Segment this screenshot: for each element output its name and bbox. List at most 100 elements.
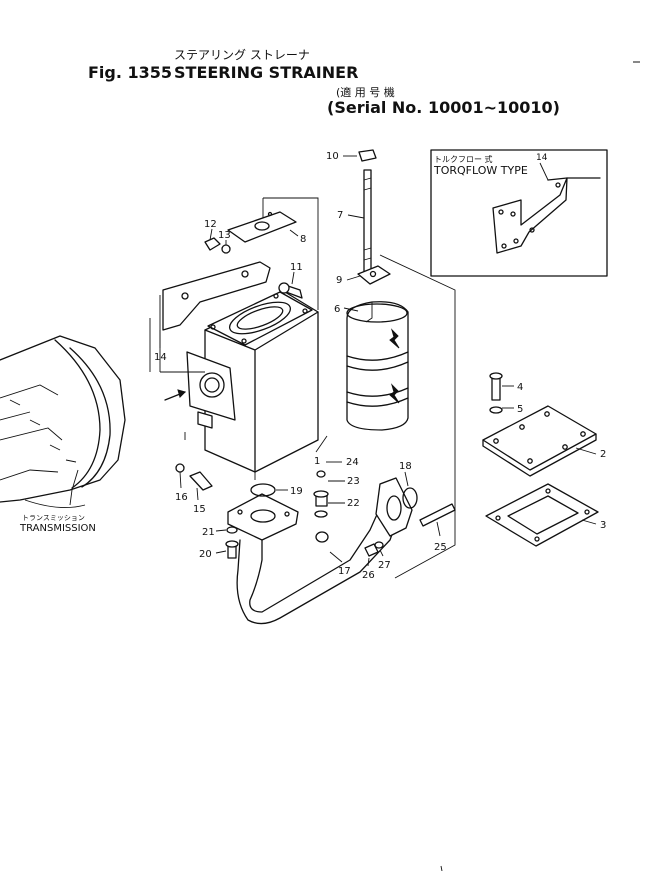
transmission: トランスミッション TRANSMISSION [0,335,186,534]
transmission-housing [0,335,126,503]
callout-9: 9 [336,275,342,286]
transmission-flange-inner [69,347,111,488]
bolt-15 [189,471,213,491]
flange-hole [273,293,279,299]
transmission-leader-curve [24,499,86,509]
mounting-bracket [162,261,271,331]
bracket-hole [529,227,535,233]
callout-1: 1 [314,456,320,467]
bracket-hole [555,182,561,188]
washer-27 [374,541,384,549]
plate-hole [527,458,533,464]
transmission-label-japanese: トランスミッション [22,514,85,522]
callout-13: 13 [218,230,231,241]
pipe-boss [315,531,329,543]
flange-hole [237,509,243,515]
plate-hole [580,431,586,437]
bracket-hole [510,211,516,217]
plate-2 [482,405,597,471]
element-mark [389,383,400,404]
bolt-12 [204,237,221,251]
plate-2-edge [482,433,597,477]
case-top-flange [207,291,313,346]
inset-leader [539,162,549,181]
bolt-12-13 [204,237,231,254]
torqflow-bracket [492,177,568,254]
callout-22: 22 [347,498,360,509]
element-mark [389,328,400,349]
callout-2: 2 [600,449,606,460]
bracket-hole [181,292,189,300]
callout-24: 24 [346,457,359,468]
callout-26: 26 [362,570,375,581]
side-port [199,372,225,398]
callout-3: 3 [600,520,606,531]
callout-23: 23 [347,476,360,487]
bolt-20-head [225,540,239,548]
side-port-flange [186,351,236,421]
gasket-hole [584,509,590,515]
rod-7 [363,169,372,273]
figure-number: Fig. 1355 [88,63,172,82]
scan-mark [440,61,640,871]
cover-plate-2 [482,372,597,477]
callout-6: 6 [334,304,340,315]
transmission-bolts [9,399,77,463]
plug-24 [316,470,326,478]
transmission-rib [0,384,59,399]
callout-14: 14 [154,352,167,363]
side-port-inner [204,377,220,393]
nut-26 [364,543,379,557]
pipe-right-flange [375,477,413,537]
case-tab [197,411,213,429]
gasket-hole [534,536,540,542]
callout-21: 21 [202,527,215,538]
element-band [346,351,409,371]
rod-thread [363,177,372,261]
transmission-label: TRANSMISSION [19,523,96,534]
flow-arrowhead [177,389,186,398]
strainer-element [346,149,456,579]
header: ステアリング ストレーナ Fig. 1355 STEERING STRAINER… [88,48,560,117]
callout-12: 12 [204,219,217,230]
reference-line [379,254,456,579]
callout-20: 20 [199,549,212,560]
serial-range: (Serial No. 10001~10010) [327,98,560,117]
bracket-hole [498,209,504,215]
washer-21 [226,526,238,534]
serial-japanese: (適 用 号 機 [336,85,395,99]
case-opening-inner [236,306,284,330]
transmission-rib [0,469,59,481]
stud-25 [419,503,456,527]
callout-4: 4 [517,382,523,393]
pipe-right-bore [386,495,402,521]
bracket-hole [513,238,519,244]
washer-16 [175,463,185,473]
callout-10: 10 [326,151,339,162]
callout-18: 18 [399,461,412,472]
gasket-outer [485,483,599,547]
element-spring [365,302,373,323]
bracket-hole [241,270,249,278]
transmission-leader [69,469,79,506]
callout-17: 17 [338,566,351,577]
bracket-hole [501,243,507,249]
inset-title: TORQFLOW TYPE [433,164,528,177]
washer-22 [314,510,328,518]
plate-9 [357,265,391,285]
plate-hole [369,270,377,278]
callout-8: 8 [300,234,306,245]
inset-part-number: 14 [536,153,548,163]
transmission-rib [0,411,63,441]
element-band [346,387,409,407]
case-edges [204,311,319,473]
callout-25: 25 [434,542,447,553]
pipe-outline-upper [249,489,389,613]
callout-27: 27 [378,560,391,571]
flange-hole [241,338,247,344]
nut-10 [358,149,377,162]
callout-7: 7 [337,210,343,221]
plate-hole [519,424,525,430]
transmission-flange [54,339,101,489]
